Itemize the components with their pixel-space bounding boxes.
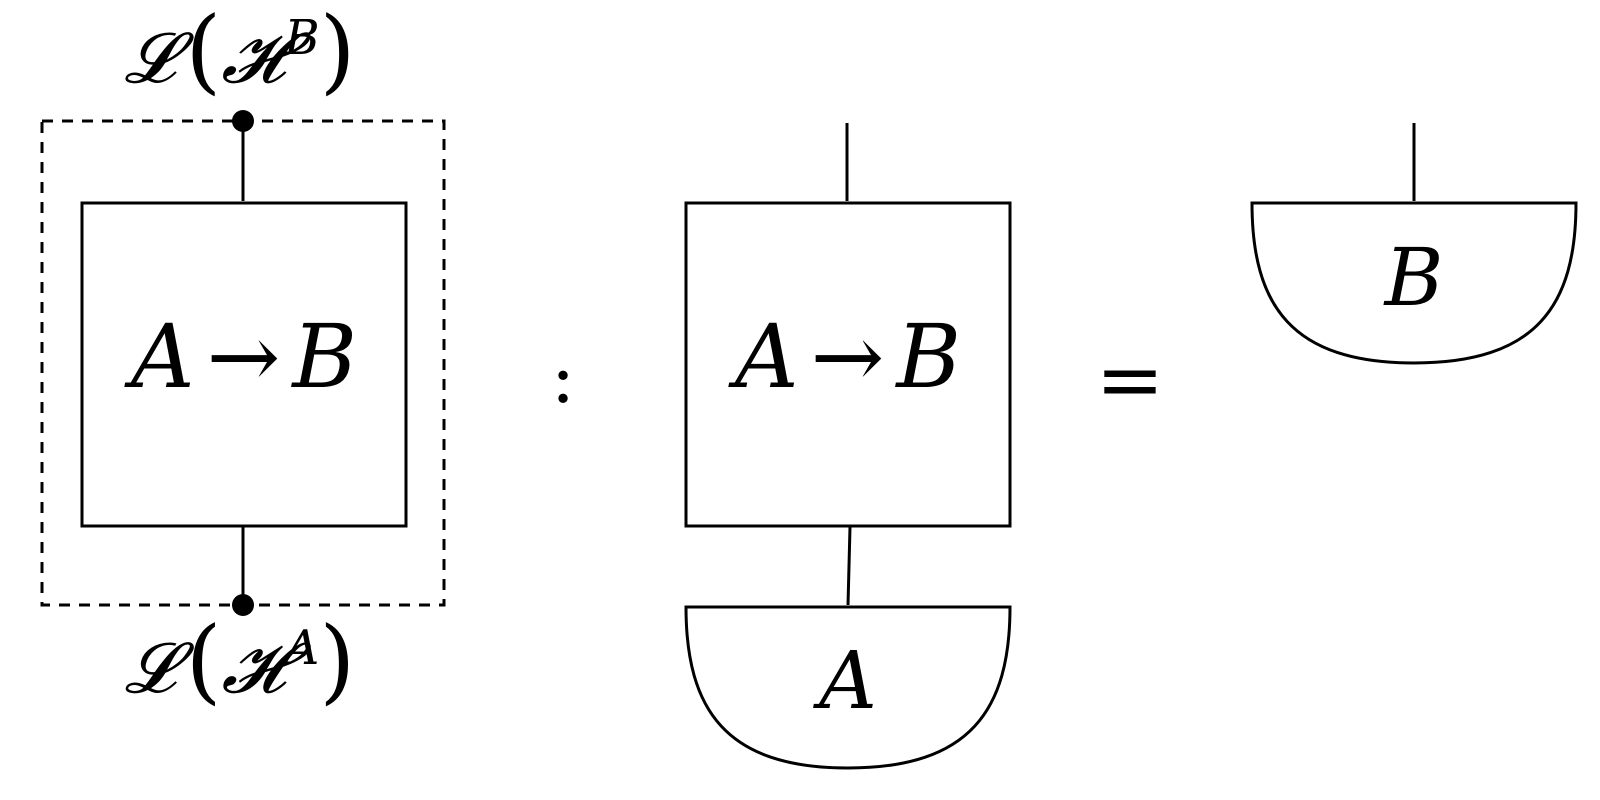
state-shape-a bbox=[684, 605, 1012, 770]
state-shape-b bbox=[1250, 201, 1578, 365]
state-label-a: A bbox=[812, 634, 877, 727]
map-box-left bbox=[80, 201, 408, 528]
equals-symbol: = bbox=[1096, 333, 1165, 428]
map-box-middle bbox=[684, 201, 1012, 528]
top-port-dot bbox=[232, 110, 254, 132]
bottom-space-label: 𝓛(𝓗A) bbox=[125, 607, 356, 714]
left-superoperator-group: A→B 𝓛(𝓗B) 𝓛(𝓗A) bbox=[40, 0, 446, 714]
middle-connecting-wire bbox=[846, 526, 852, 606]
map-label-left: A→B bbox=[124, 305, 357, 408]
map-label-middle: A→B bbox=[728, 305, 961, 408]
middle-composition-group: A→B A bbox=[684, 123, 1012, 770]
state-label-b: B bbox=[1383, 231, 1444, 324]
colon-symbol: : bbox=[551, 335, 575, 419]
top-space-label: 𝓛(𝓗B) bbox=[124, 0, 355, 104]
right-result-group: B bbox=[1250, 123, 1578, 365]
bottom-port-dot bbox=[232, 594, 254, 616]
